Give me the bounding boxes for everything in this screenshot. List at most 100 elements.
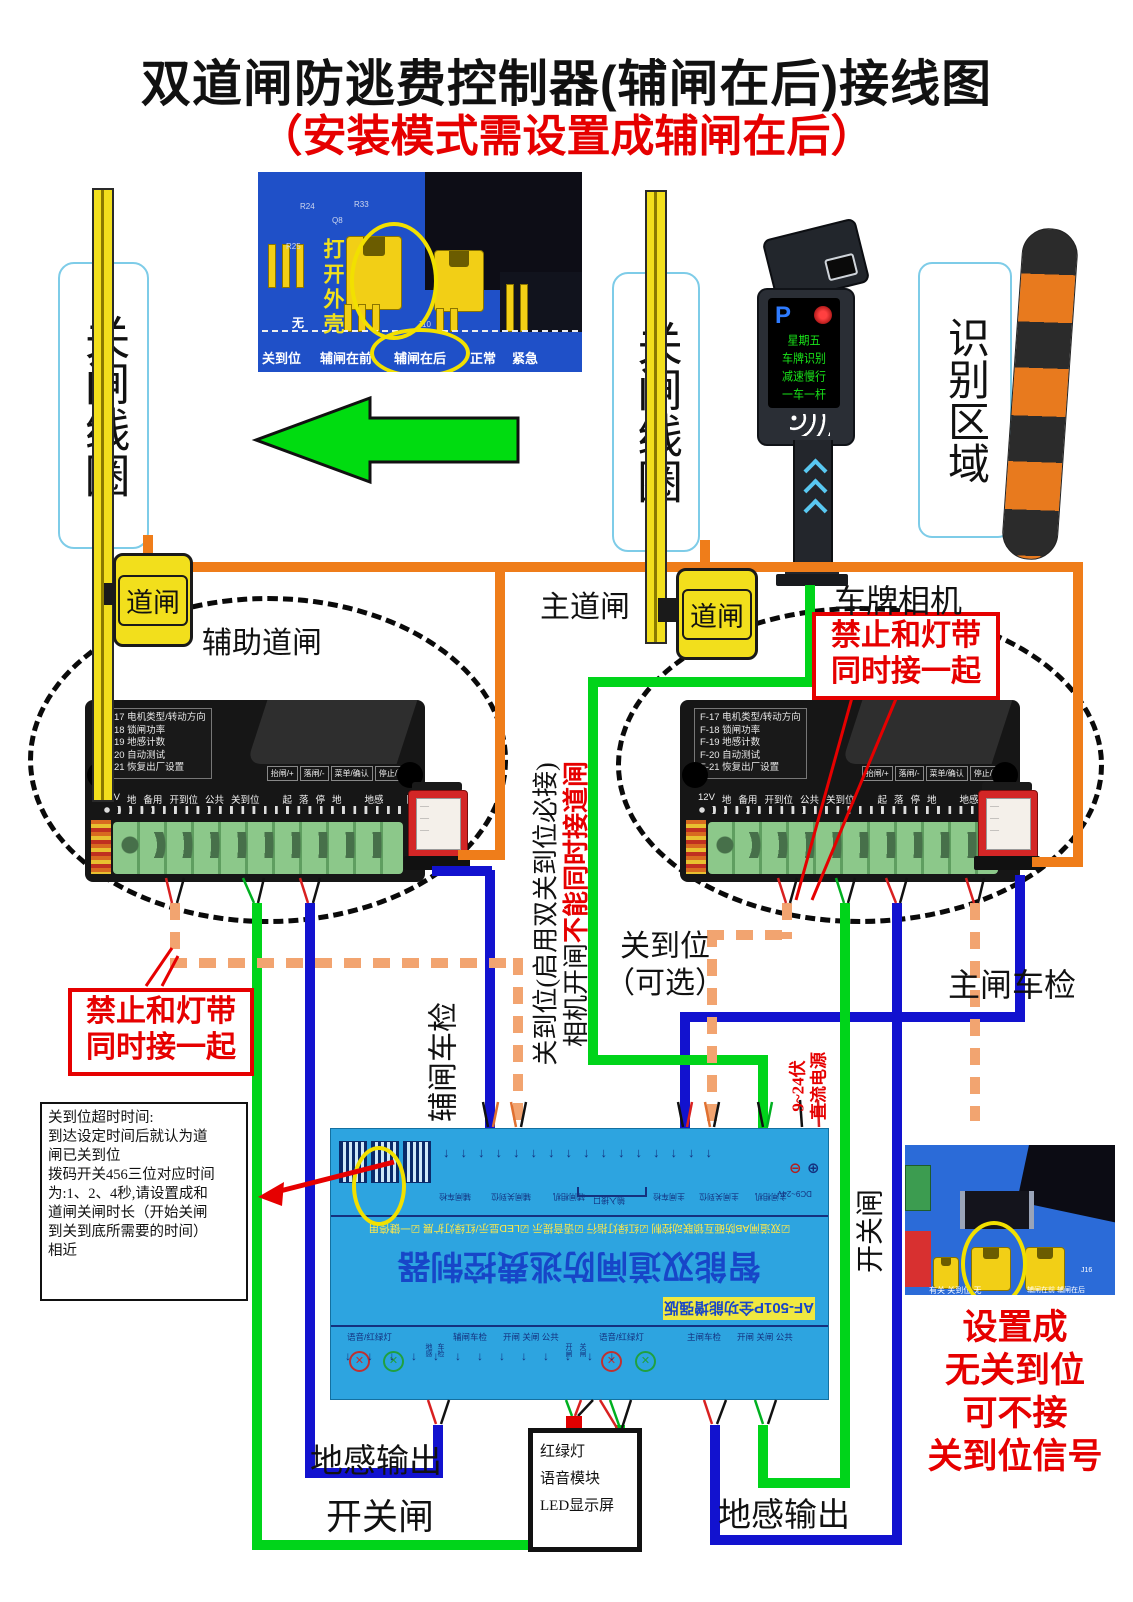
- green-left-arrow: [251, 395, 520, 485]
- wire-green-camera-h1: [588, 677, 815, 687]
- board-bottom-label: 主闸车检: [687, 1332, 722, 1342]
- green-terminal-strip: [708, 822, 998, 874]
- dip-highlight-ellipse: [352, 1146, 406, 1226]
- wire-green-camera-h2: [588, 1055, 768, 1065]
- camera-pole: [793, 440, 833, 566]
- wire-orange-stub-mid: [700, 540, 710, 570]
- camera-base-plate: [776, 574, 848, 586]
- note-line: 为:1、2、4秒,请设置成和: [48, 1186, 208, 1202]
- wire-green-camera-v3: [758, 1055, 768, 1128]
- wire-green-camera-v2: [588, 677, 598, 1065]
- red-note-line: 设置成: [962, 1308, 1068, 1347]
- main-gate-box: 道闸: [676, 568, 758, 660]
- wire-dashed-left-v2: [513, 958, 523, 1130]
- traffic-module-connector: [566, 1416, 582, 1430]
- warning-box-left: 禁止和灯带 同时接一起: [68, 988, 254, 1076]
- note-line: 到关到底所需要的时间）: [48, 1224, 208, 1240]
- close-in-place-label: 关到位(启用双关到位必接): [531, 762, 561, 1066]
- terminal-dots: [103, 806, 403, 814]
- wire-orange-stub-left: [143, 535, 153, 569]
- wire-orange-horizontal: [143, 562, 1083, 572]
- part-ref-r24: R24: [300, 202, 315, 211]
- pin-header: [268, 244, 310, 288]
- input-bracket: [577, 1187, 647, 1197]
- red-component: [905, 1231, 931, 1287]
- board-bottom-label: 语音/红绿灯: [599, 1332, 644, 1342]
- screw-hole: [682, 762, 708, 788]
- wire-dashed-left-h: [170, 958, 523, 968]
- main-gate-connector: [658, 598, 678, 622]
- aux-controller-ellipse: [28, 596, 508, 924]
- board-bottom-label: 语音/红绿灯: [347, 1332, 392, 1342]
- wire-blue-ground-left-h: [305, 1468, 443, 1478]
- warning-box-right: 禁止和灯带 同时接一起: [812, 612, 1000, 700]
- wire-blue-main-loop-v1: [1015, 875, 1025, 1022]
- controller-side-wires: [91, 820, 111, 874]
- setting-highlight-ellipse: [961, 1221, 1027, 1295]
- traffic-line: LED显示屏: [540, 1498, 615, 1514]
- jumper-top-label: 无: [292, 316, 305, 330]
- wire-blue-ground-right-v: [892, 903, 902, 1545]
- label-highlight-ellipse: [370, 328, 470, 372]
- power-supply-label: 9~24伏 直流电源: [788, 1052, 829, 1120]
- board-divider2: [331, 1325, 828, 1327]
- dip-switch-block: [403, 1141, 431, 1183]
- mini-label: 地感: [425, 1343, 432, 1357]
- open-shell-note: 打开外壳: [321, 238, 345, 338]
- green-terminal-strip: [113, 822, 403, 874]
- page-subtitle: （安装模式需设置成辅闸在后）: [258, 112, 875, 161]
- wire-blue-main-loop-h: [680, 1012, 1025, 1022]
- wire-green-right-up: [758, 1425, 768, 1488]
- page-title: 双道闸防逃费控制器(辅闸在后)接线图: [140, 56, 993, 112]
- note-line: 关到位超时时间:: [48, 1110, 154, 1126]
- aux-gate-label: 道闸: [118, 574, 188, 626]
- wire-blue-ground-right-h: [710, 1535, 902, 1545]
- controller-side-wires: [686, 820, 706, 874]
- wire-green-right-v: [840, 903, 850, 1488]
- wire-dashed-left-v1: [170, 903, 180, 965]
- wire-dashed-right-v1: [782, 903, 792, 939]
- screen-line: 减速慢行: [782, 370, 826, 384]
- note-line: 相近: [48, 1243, 77, 1259]
- green-lamp-icon: ✕: [635, 1351, 656, 1372]
- red-lamp-icon: ✕: [349, 1351, 370, 1372]
- wire-blue-ground-left-up: [433, 1425, 443, 1478]
- main-gate-label: 道闸: [682, 588, 752, 640]
- aux-barrier-arm: [92, 188, 114, 802]
- board-bottom-label: 开闸 关闸 公共: [503, 1332, 559, 1342]
- red-note-line: 无关到位: [944, 1351, 1085, 1390]
- bottom-arrow-row: ↓↓↓↓↓↓↓↓↓↓↓↓↓: [345, 1349, 631, 1363]
- jumper-cap: [933, 1257, 959, 1289]
- jumper-label-3: 正常: [470, 351, 497, 366]
- camera-open-black: 相机开闸: [562, 943, 591, 1048]
- setup-red-note: 设置成 无关到位 可不接 关到位信号: [900, 1306, 1130, 1478]
- terminal-arrow-row: ↓↓↓↓↓↓↓↓↓↓↓↓↓↓↓↓: [443, 1145, 723, 1160]
- jumper-label-0: 关到位: [262, 351, 302, 366]
- jumper-label-4: 紧急: [512, 351, 539, 366]
- note-line: 道闸关闸时长（开始关闸: [48, 1205, 208, 1221]
- camera-caption: 车牌相机: [834, 583, 963, 619]
- power-minus-icon: ⊖: [789, 1160, 802, 1177]
- jumper-label-1: 辅闸在前: [320, 351, 373, 366]
- warning-line1: 禁止和灯带: [831, 619, 981, 652]
- camera-flash-matrix: [790, 414, 830, 436]
- setup-photo-ref: J16: [1081, 1267, 1093, 1274]
- wire-blue-aux-loop: [485, 870, 495, 1128]
- red-note-line: 关到位信号: [927, 1437, 1103, 1476]
- screen-line: 车牌识别: [782, 352, 826, 366]
- wire-dashed-right-h: [707, 930, 792, 940]
- warning-line2: 同时接一起: [86, 1031, 236, 1064]
- jumper-cap: [1025, 1247, 1065, 1291]
- traffic-module-box: 红绿灯 语音模块 LED显示屏: [528, 1428, 642, 1552]
- main-controller-ellipse: [616, 606, 1104, 924]
- board-bottom-label: 开闸 关闸 公共: [737, 1332, 793, 1342]
- warning-line1: 禁止和灯带: [86, 995, 236, 1028]
- aux-loop-label: 辅闸车检: [427, 1002, 461, 1122]
- note-line: 闸已关到位: [48, 1148, 121, 1164]
